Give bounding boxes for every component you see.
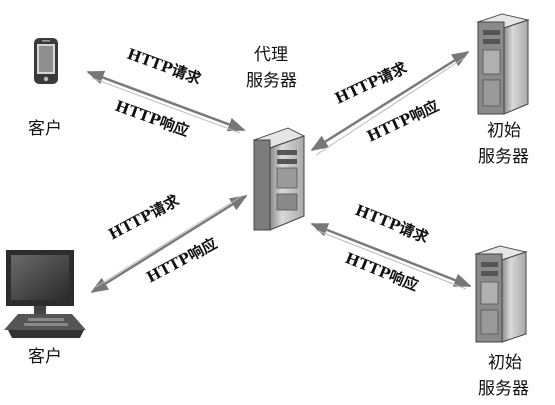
client-label-bottom: 客户 [28, 347, 62, 367]
proxy-server-icon [252, 127, 306, 231]
http-response-label-top-left: HTTP响应 [113, 97, 192, 140]
origin-server-icon-bottom [474, 245, 528, 343]
http-request-label-top-left: HTTP请求 [125, 45, 205, 89]
http-response-label-top-right: HTTP响应 [364, 97, 442, 146]
http-request-label-bottom-right: HTTP请求 [353, 201, 432, 247]
proxy-label-line2: 服务器 [246, 71, 297, 91]
origin-label-top-line2: 服务器 [478, 147, 529, 167]
origin-label-bottom-line2: 服务器 [478, 379, 529, 399]
origin-server-icon-top [476, 13, 530, 115]
arrow-bottom-right [310, 222, 472, 290]
client-label-top: 客户 [28, 119, 62, 139]
origin-label-top-line1: 初始 [487, 121, 521, 141]
arrow-top-left [86, 70, 246, 134]
smartphone-icon [34, 38, 58, 84]
http-request-label-bottom-left: HTTP请求 [105, 191, 183, 244]
origin-label-bottom-line1: 初始 [488, 353, 522, 373]
arrow-bottom-left [90, 194, 248, 294]
proxy-label-line1: 代理 [254, 45, 288, 65]
arrow-top-right [310, 50, 470, 156]
http-response-label-bottom-left: HTTP响应 [143, 234, 220, 286]
desktop-computer-icon [4, 250, 86, 338]
